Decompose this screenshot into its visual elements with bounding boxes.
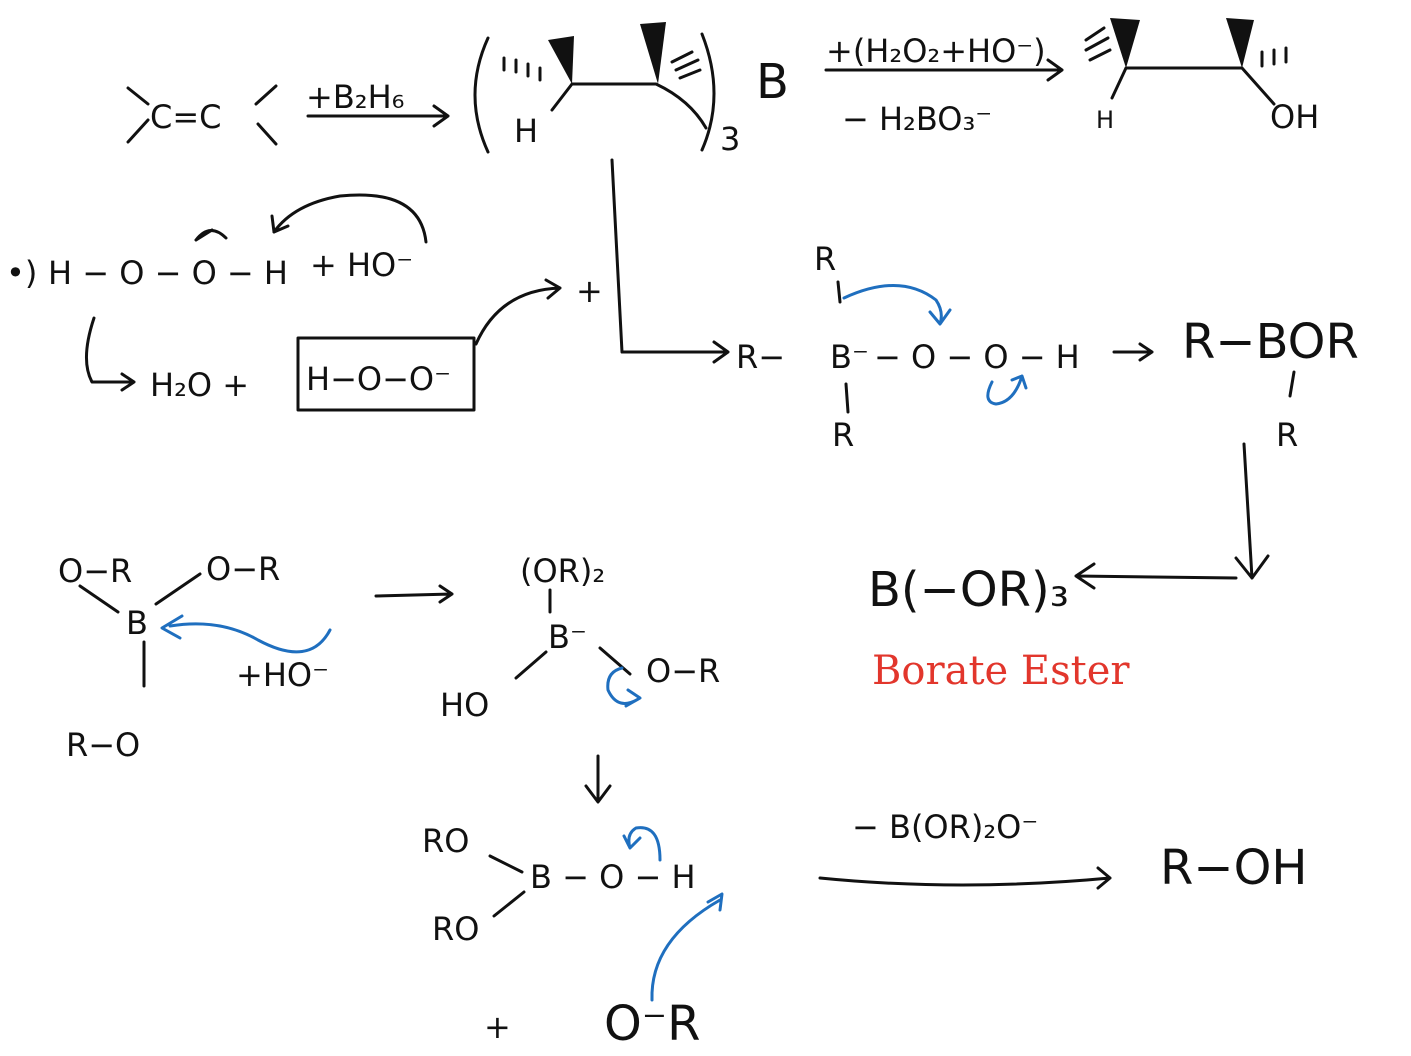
- hash-bond-left: [502, 56, 542, 82]
- alcohol-product: R−OH: [1160, 840, 1307, 896]
- adduct-r-bottom: R: [832, 416, 854, 454]
- tetrahedral-arrow: [374, 584, 454, 604]
- borate-ester-label: Borate Ester: [872, 648, 1130, 694]
- oxygen-departure-arrow: [986, 374, 1028, 406]
- borate-ester-formula: B(−OR)₃: [868, 562, 1069, 618]
- product-hydrogen: H: [1096, 106, 1114, 134]
- product-wedge-left: [1110, 18, 1140, 68]
- hydroxide-ion: + HO⁻: [310, 246, 413, 284]
- wedge-bond-right: [640, 22, 666, 84]
- final-reaction-arrow: [818, 866, 1112, 890]
- adduct-r-left: R−: [736, 338, 785, 376]
- ester-o-r-right: O−R: [206, 550, 280, 588]
- repeat-down-arrow: [1234, 442, 1270, 580]
- tetrahedral-o-r: O−R: [646, 652, 720, 690]
- proton-transfer-arrow: [650, 892, 724, 1002]
- product-bond-down: [1288, 370, 1296, 398]
- left-parenthesis: [473, 36, 490, 154]
- hydroperoxide-anion: H−O−O⁻: [306, 360, 451, 398]
- alkoxide-ion: O⁻R: [604, 996, 700, 1052]
- subscript-three: 3: [720, 120, 740, 158]
- elimination-down-arrow: [584, 754, 612, 804]
- plus-sign: +: [576, 272, 603, 310]
- alcohol-product-group: H OH: [1084, 18, 1319, 136]
- adduct-r-top: R: [814, 240, 836, 278]
- product-wedge-right: [1226, 18, 1254, 68]
- borate-arrow: [1074, 562, 1238, 590]
- product-hook-arrow: [84, 316, 136, 392]
- boronic-b-o-h: B − O − H: [530, 858, 696, 896]
- reaction-arrow-2: [824, 58, 1064, 82]
- attacking-hydroxide: +HO⁻: [236, 656, 329, 694]
- carbon-backbone: [550, 82, 708, 130]
- boronic-ro-lower: RO: [432, 910, 479, 948]
- product-hydroxyl: OH: [1270, 98, 1319, 136]
- tetrahedral-bonds-lower: [514, 646, 632, 680]
- boronic-bonds: [488, 854, 526, 918]
- alkene-left-bonds: [126, 86, 150, 144]
- bond-break-arrow: [194, 228, 228, 242]
- ester-boron: B: [126, 604, 148, 642]
- boronic-ro-upper: RO: [422, 822, 469, 860]
- ester-bonds-upper: [78, 572, 202, 614]
- step-bullet: •): [6, 254, 37, 292]
- rearrangement-arrow: [1112, 342, 1154, 362]
- tetrahedral-or2: (OR)₂: [520, 552, 605, 590]
- bracket-hydrogen: H: [514, 112, 538, 150]
- alkoxide-leave-arrow: [606, 666, 642, 708]
- ester-r-o-bottom: R−O: [66, 726, 140, 764]
- product-hash-left: [1084, 26, 1112, 62]
- hydroperoxide-curve-arrow: [474, 278, 562, 346]
- adduct-boron-anion: B⁻: [830, 338, 869, 376]
- hash-bond-right: [670, 50, 702, 80]
- tetrahedral-hydroxyl: HO: [440, 686, 489, 724]
- diborane-reagent: +B₂H₆: [306, 78, 404, 116]
- migration-arrow: [842, 284, 952, 326]
- alkoxide-plus: +: [484, 1008, 511, 1046]
- borate-elimination: − B(OR)₂O⁻: [852, 808, 1038, 846]
- ester-o-r-top: O−R: [58, 552, 132, 590]
- water-product: H₂O +: [150, 366, 249, 404]
- product-backbone: [1110, 66, 1276, 106]
- proton-bond-arrow: [622, 826, 662, 862]
- adduct-bond-bottom: [844, 382, 850, 414]
- alkene-right-bonds: [254, 84, 278, 146]
- tetrahedral-boron-anion: B⁻: [548, 618, 587, 656]
- product-hash-right: [1260, 46, 1288, 68]
- adduct-bond-top: [836, 280, 842, 304]
- hydroxide-attack-arrow: [160, 614, 332, 654]
- alkylborinate-r: R: [1276, 416, 1298, 454]
- trialkylborane-group: H 3 B: [473, 22, 789, 158]
- oxidation-reagent: +(H₂O₂+HO⁻): [826, 32, 1046, 70]
- connector-arrow: [610, 158, 730, 364]
- adduct-peroxide: − O − O − H: [874, 338, 1080, 376]
- boron-atom: B: [756, 54, 789, 110]
- hydroperoxide-box: [296, 336, 476, 412]
- reaction-arrow-1: [306, 104, 450, 128]
- alkene-group: C=C: [126, 84, 278, 146]
- borate-byproduct: − H₂BO₃⁻: [842, 100, 992, 138]
- alkene-formula: C=C: [150, 98, 222, 136]
- deprotonation-arrow: [270, 193, 428, 244]
- wedge-bond-left: [548, 36, 574, 84]
- hydrogen-peroxide: H − O − O − H: [48, 254, 288, 292]
- alkylborinate-product: R−BOR: [1182, 314, 1359, 370]
- right-parenthesis: [700, 32, 716, 152]
